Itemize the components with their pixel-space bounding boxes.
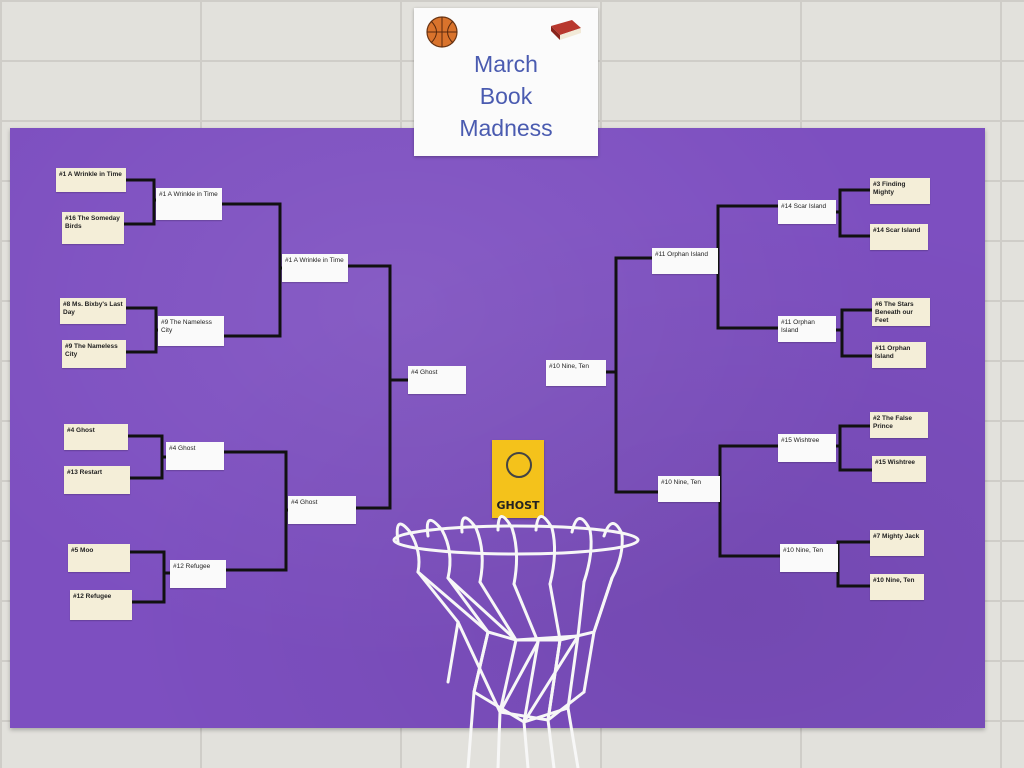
bracket-entry-left-r1-2: #16 The Someday Birds xyxy=(62,212,124,244)
bracket-entry-right-r3-1: #11 Orphan Island xyxy=(652,248,718,274)
bracket-entry-left-r3-1: #1 A Wrinkle in Time xyxy=(282,254,348,282)
bracket-entry-left-r1-8: #12 Refugee xyxy=(70,590,132,620)
winner-book-tag: GHOST xyxy=(492,440,544,518)
bracket-entry-left-r2-1: #1 A Wrinkle in Time xyxy=(156,188,222,220)
bracket-entry-right-r1-4: #11 Orphan Island xyxy=(872,342,926,368)
bracket-entry-right-r2-3: #15 Wishtree xyxy=(778,434,836,462)
bracket-entry-left-r2-4: #12 Refugee xyxy=(170,560,226,588)
title-sign: March Book Madness xyxy=(414,8,598,156)
sign-title-line-3: Madness xyxy=(459,115,553,141)
bracket-finalist-right: #10 Nine, Ten xyxy=(546,360,606,386)
book-tag-title: GHOST xyxy=(496,499,540,512)
bracket-entry-left-r1-5: #4 Ghost xyxy=(64,424,128,450)
bracket-entry-right-r1-7: #7 Mighty Jack xyxy=(870,530,924,556)
bracket-entry-right-r2-2: #11 Orphan Island xyxy=(778,316,836,342)
basketball-icon xyxy=(426,16,458,48)
bracket-entry-right-r2-1: #14 Scar Island xyxy=(778,200,836,224)
purple-poster xyxy=(10,128,985,728)
sign-title-line-2: Book xyxy=(479,83,533,109)
bracket-entry-left-r3-2: #4 Ghost xyxy=(288,496,356,524)
bracket-entry-right-r2-4: #10 Nine, Ten xyxy=(780,544,838,572)
bracket-entry-right-r1-6: #15 Wishtree xyxy=(872,456,926,482)
bracket-entry-left-r1-4: #9 The Nameless City xyxy=(62,340,126,368)
award-seal-icon xyxy=(506,452,532,478)
bracket-entry-left-r1-7: #5 Moo xyxy=(68,544,130,572)
book-icon xyxy=(551,20,581,40)
basketball-net-icon xyxy=(392,515,640,768)
bracket-finalist-left: #4 Ghost xyxy=(408,366,466,394)
bracket-entry-left-r1-1: #1 A Wrinkle in Time xyxy=(56,168,126,192)
bracket-entry-left-r1-3: #8 Ms. Bixby's Last Day xyxy=(60,298,126,324)
bracket-entry-right-r1-5: #2 The False Prince xyxy=(870,412,928,438)
bracket-entry-right-r1-2: #14 Scar Island xyxy=(870,224,928,250)
bracket-entry-right-r1-8: #10 Nine, Ten xyxy=(870,574,924,600)
bracket-entry-left-r2-3: #4 Ghost xyxy=(166,442,224,470)
bracket-entry-right-r1-1: #3 Finding Mighty xyxy=(870,178,930,204)
bracket-entry-right-r1-3: #6 The Stars Beneath our Feet xyxy=(872,298,930,326)
bracket-entry-left-r1-6: #13 Restart xyxy=(64,466,130,494)
bracket-entry-left-r2-2: #9 The Nameless City xyxy=(158,316,224,346)
sign-title-line-1: March xyxy=(474,51,538,77)
bracket-entry-right-r3-2: #10 Nine, Ten xyxy=(658,476,720,502)
